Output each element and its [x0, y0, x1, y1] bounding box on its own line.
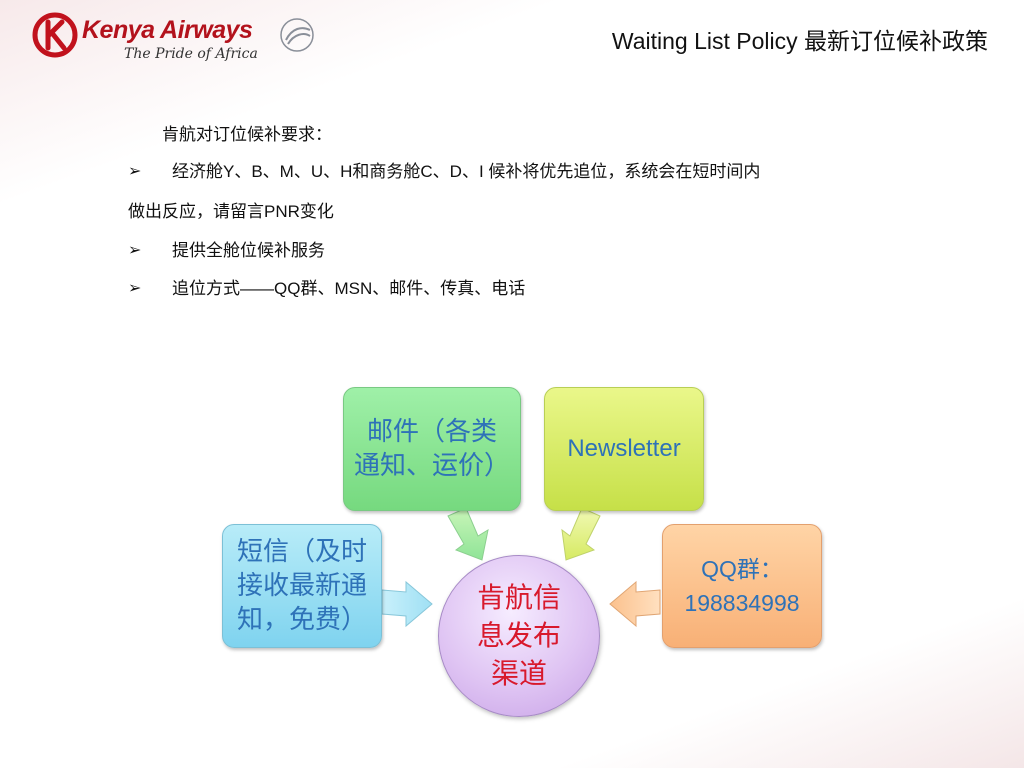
center-line-3: 渠道 [490, 657, 547, 690]
bullet-item: ➢ 提供全舱位候补服务 [128, 232, 958, 270]
center-circle: 肯航信 息发布 渠道 [438, 555, 600, 717]
newsletter-label: Newsletter [567, 435, 681, 462]
center-line-2: 息发布 [476, 619, 561, 652]
sms-line-1: 短信（及时 [236, 537, 367, 567]
arrow-newsletter-to-center [561, 507, 601, 561]
qq-channel-box: QQ群： 198834998 [662, 524, 822, 648]
bullet-item: ➢ 经济舱Y、B、M、U、H和商务舱C、D、I 候补将优先追位，系统会在短时间内… [128, 152, 958, 232]
qq-line-2: 198834998 [684, 590, 800, 616]
policy-text: 肯航对订位候补要求： ➢ 经济舱Y、B、M、U、H和商务舱C、D、I 候补将优先… [128, 118, 958, 308]
arrow-sms-to-center [381, 580, 433, 628]
diagram-arrows [381, 507, 661, 628]
bullet-text: 提供全舱位候补服务 [172, 241, 325, 260]
arrow-bullet-icon: ➢ [128, 242, 142, 259]
bullet-item: ➢ 追位方式——QQ群、MSN、邮件、传真、电话 [128, 270, 958, 308]
sms-line-2: 接收最新通 [236, 571, 367, 601]
logo-tagline: The Pride of Africa [124, 46, 258, 62]
newsletter-channel-box: Newsletter [544, 387, 704, 511]
center-line-1: 肯航信 [476, 581, 561, 614]
slide-title: Waiting List Policy 最新订位候补政策 [611, 28, 988, 54]
sms-channel-box: 短信（及时 接收最新通 知，免费） [222, 524, 382, 648]
slide-header: Kenya Airways The Pride of Africa Waitin… [0, 0, 1024, 85]
arrow-bullet-icon: ➢ [128, 280, 142, 297]
email-channel-box: 邮件（各类 通知、运价） [343, 387, 521, 511]
channel-diagram: 邮件（各类 通知、运价） Newsletter 短信（及时 接收最新通 知，免费… [210, 380, 840, 725]
bullet-text: 追位方式——QQ群、MSN、邮件、传真、电话 [172, 279, 526, 298]
sms-line-3: 知，免费） [236, 605, 367, 635]
arrow-bullet-icon: ➢ [128, 163, 142, 180]
arrow-qq-to-center [609, 580, 661, 628]
bullet-text: 经济舱Y、B、M、U、H和商务舱C、D、I 候补将优先追位，系统会在短时间内 [172, 162, 761, 181]
email-line-1: 邮件（各类 [366, 417, 497, 447]
kenya-airways-logo: Kenya Airways The Pride of Africa [32, 10, 322, 70]
intro-line: 肯航对订位候补要求： [162, 125, 332, 144]
arrow-email-to-center [447, 507, 489, 561]
bullet-text-continuation: 做出反应，请留言PNR变化 [128, 202, 334, 221]
qq-line-1: QQ群： [701, 556, 783, 582]
logo-name: Kenya Airways [82, 16, 253, 44]
kenya-airways-k-icon [32, 12, 78, 58]
skyteam-icon [280, 18, 314, 52]
email-line-2: 通知、运价） [353, 451, 510, 481]
